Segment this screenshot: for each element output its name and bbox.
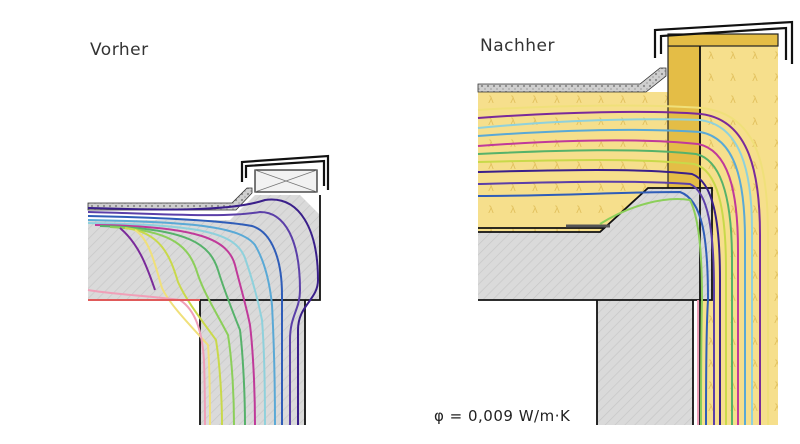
psi-value-label: φ = 0,009 W/m·K — [432, 407, 573, 425]
after-cap-flashing — [653, 20, 794, 64]
before-section — [87, 154, 330, 426]
before-cap-flashing — [240, 154, 330, 190]
after-section — [477, 20, 794, 426]
after-outline — [478, 46, 713, 425]
after-roof-layer — [477, 67, 667, 93]
after-label: Nachher — [480, 36, 555, 56]
after-cap-board — [667, 33, 779, 47]
after-concrete-slab — [478, 188, 712, 300]
after-concrete-wall — [597, 300, 693, 425]
before-roof-layer — [87, 187, 253, 211]
before-isotherms — [87, 198, 320, 426]
before-label: Vorher — [90, 40, 149, 60]
after-timber-post — [667, 45, 701, 189]
after-isotherms — [477, 104, 769, 426]
